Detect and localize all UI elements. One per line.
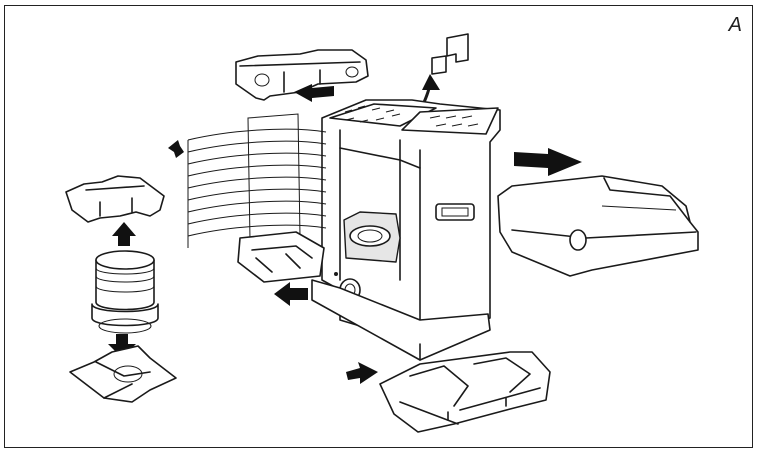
burner-cylinder — [91, 250, 159, 334]
arrow-cylinder-down — [108, 334, 136, 358]
left-base-part — [69, 345, 177, 403]
arrow-burner-tray — [274, 282, 308, 306]
heater-body — [311, 99, 501, 361]
right-casing-part — [497, 175, 699, 277]
top-cover-part — [235, 49, 369, 101]
arrow-top-cover — [294, 84, 334, 102]
left-frame-part — [65, 175, 165, 223]
bottom-base-part — [379, 351, 551, 433]
front-grille — [187, 113, 327, 248]
burner-tray-part — [237, 231, 325, 283]
arrow-right-casing — [514, 148, 582, 176]
small-bracket-part — [431, 33, 469, 75]
arrow-grille — [168, 140, 184, 158]
arrow-left-frame — [112, 222, 136, 246]
arrow-bottom-base — [346, 362, 378, 384]
panel-label: A — [728, 14, 742, 36]
